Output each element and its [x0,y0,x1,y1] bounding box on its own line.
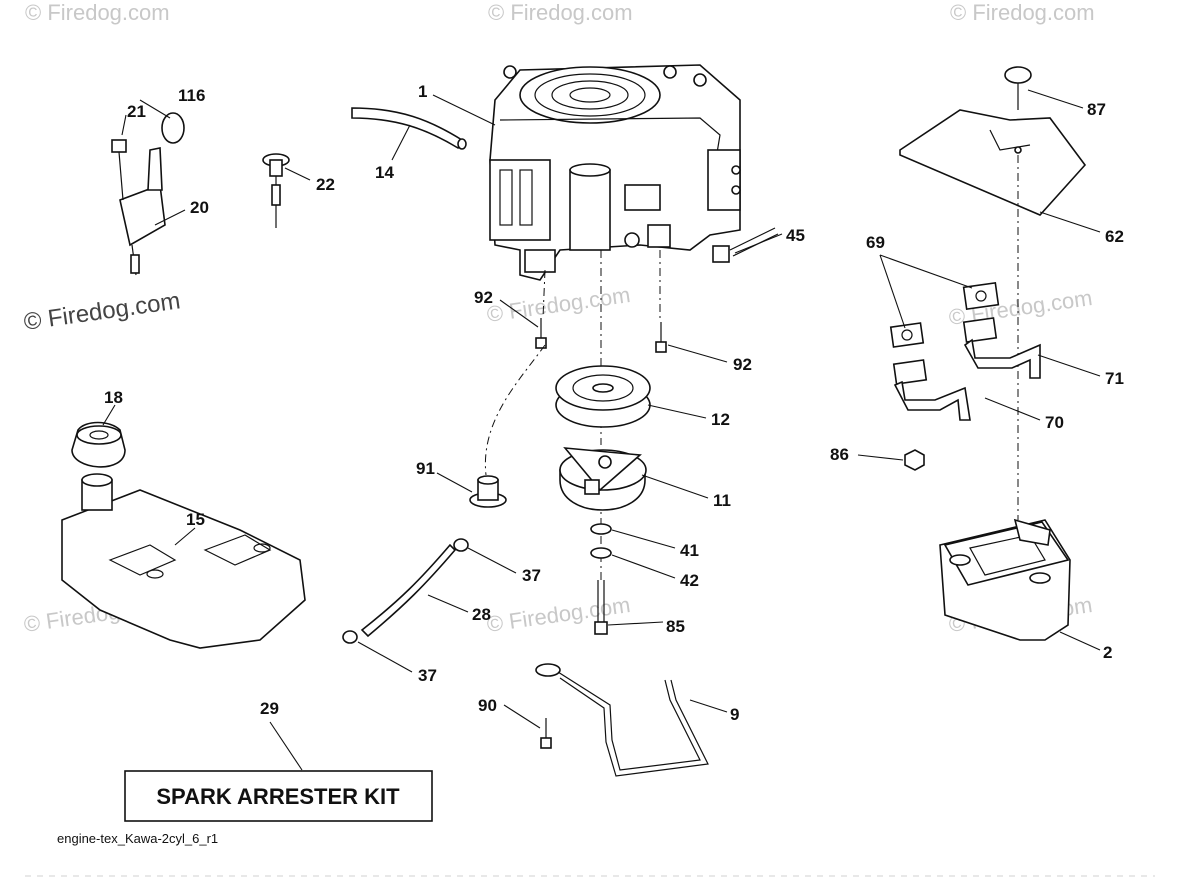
spark-arrester-kit-box [124,770,433,822]
callout-116: 116 [178,86,205,105]
callout-28: 28 [472,605,491,624]
callout-29: 29 [260,699,279,718]
callout-37-lower: 37 [418,666,437,685]
bolt-92-left [535,318,547,349]
washer-42 [590,547,612,559]
callout-69: 69 [866,233,885,252]
hose-clamp-lower [342,630,358,644]
callout-22: 22 [316,175,335,194]
heat-shield [899,109,1087,216]
leader-lines [102,89,1101,771]
bolt-90 [540,718,552,749]
callout-70: 70 [1045,413,1064,432]
exhaust-pipe-71 [962,281,1041,379]
callout-21: 21 [127,102,146,121]
muffler [939,518,1071,641]
breather-hose [351,107,467,150]
callout-14: 14 [375,163,394,182]
callout-2: 2 [1103,643,1112,662]
electric-clutch [559,447,647,511]
choke-knob [262,153,290,228]
exhaust-pipe-70 [889,322,971,421]
fuel-hose [360,543,457,638]
callout-90: 90 [478,696,497,715]
watermark-strong: © Firedog.com [22,287,182,336]
callout-20: 20 [190,198,209,217]
callout-91: 91 [416,459,435,478]
support-rod [535,663,709,777]
callout-1: 1 [418,82,427,101]
diagram-code: engine-tex_Kawa-2cyl_6_r1 [57,831,218,846]
callout-41: 41 [680,541,699,560]
callout-87: 87 [1087,100,1106,119]
watermark: © Firedog.com [950,0,1095,25]
throttle-control-assembly [111,112,185,276]
fuel-line-path [484,344,546,476]
callout-85: 85 [666,617,685,636]
callout-92-right: 92 [733,355,752,374]
callout-86: 86 [830,445,849,464]
washer-41 [590,523,612,535]
callout-15: 15 [186,510,205,529]
fuel-cap [71,421,126,468]
watermark: © Firedog.com [485,592,632,637]
callout-12: 12 [711,410,730,429]
engine [489,64,741,281]
pulley [555,365,651,428]
fitting-91 [469,475,507,508]
callout-45: 45 [786,226,805,245]
fuel-tank [61,473,306,649]
callout-37-upper: 37 [522,566,541,585]
callout-9: 9 [730,705,739,724]
callout-11: 11 [713,491,731,510]
nut-86 [904,449,925,471]
hose-clamp-upper [453,538,469,552]
watermark: © Firedog.com [488,0,633,25]
callout-71: 71 [1105,369,1124,388]
spark-arrester-kit-label: SPARK ARRESTER KIT [156,784,400,809]
callout-42: 42 [680,571,699,590]
callout-92-left: 92 [474,288,493,307]
callout-62: 62 [1105,227,1124,246]
watermark: © Firedog.com [25,0,170,25]
bolt-85 [594,580,608,635]
callout-18: 18 [104,388,123,407]
screw-87 [1004,66,1032,110]
bolt-92-right [655,322,667,353]
